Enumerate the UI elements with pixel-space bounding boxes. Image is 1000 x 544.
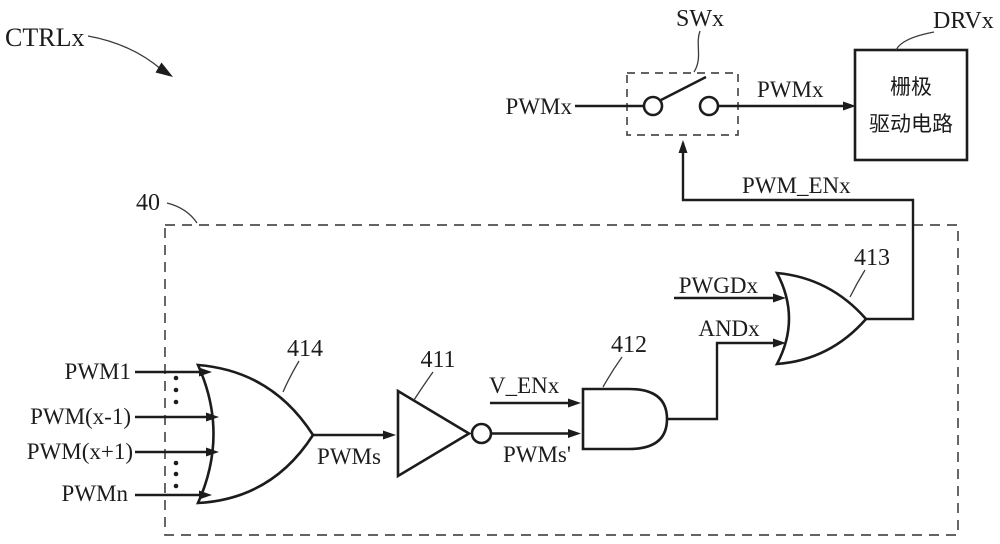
inverter-411: 411 PWMs' <box>396 347 581 479</box>
andx-label: ANDx <box>698 316 760 341</box>
pwm-enx-wire <box>681 143 915 321</box>
block-40-dashed-box <box>164 224 959 536</box>
andx-arrowhead-icon <box>773 338 786 348</box>
pwm1-label: PWM1 <box>65 359 131 384</box>
ctrlx-arrowhead-icon <box>155 62 173 77</box>
pwmx-output-arrowhead-icon <box>843 101 856 111</box>
switch-contact-right <box>698 95 720 117</box>
pwmn-arrowhead-icon <box>199 490 212 500</box>
and412-body <box>581 387 669 451</box>
block-40: 40 <box>136 190 959 536</box>
driver-drvx: 栅极 驱动电路 DRVx <box>853 8 994 162</box>
or413-leader <box>849 269 866 298</box>
or414-body <box>195 363 315 505</box>
switch-lever <box>660 75 707 102</box>
inv411-leader <box>413 371 434 401</box>
pwgdx-arrowhead-icon <box>773 293 786 303</box>
or413-body <box>774 271 868 366</box>
ctrlx-callout: CTRLx <box>5 23 173 77</box>
swx-dashed-box <box>626 72 739 136</box>
or413-ref-label: 413 <box>854 245 890 271</box>
or-gate-413: 413 PWGDx <box>674 245 890 366</box>
swx-label: SWx <box>676 6 724 32</box>
drvx-text-line1: 栅极 <box>890 75 932 99</box>
or414-ref-label: 414 <box>287 336 323 362</box>
and412-ref-label: 412 <box>611 332 647 358</box>
pwm-xm1-label: PWM(x-1) <box>30 404 131 429</box>
or-gate-414: 414 PWM1 PWM(x-1) PWM(x+1) PWMn PWMs <box>27 336 396 506</box>
switch-contact-left <box>642 95 664 117</box>
ctrlx-label: CTRLx <box>5 23 84 52</box>
pwms-arrowhead-icon <box>383 430 396 440</box>
pwms-label: PWMs <box>317 444 381 469</box>
drvx-label: DRVx <box>933 8 994 34</box>
pwm1-arrowhead-icon <box>199 367 212 377</box>
pwmx-output-label: PWMx <box>757 77 824 102</box>
drvx-box <box>853 48 969 162</box>
pwms-inv-arrowhead-icon <box>568 429 581 438</box>
pwm-enx-net: PWM_ENx <box>678 140 915 321</box>
ctrlx-arrow-curve <box>87 35 163 71</box>
venx-label: V_ENx <box>489 373 560 398</box>
pwgdx-label: PWGDx <box>679 273 759 298</box>
and412-leader <box>602 356 623 388</box>
pwms-inv-label: PWMs' <box>503 442 571 467</box>
pwm-enx-arrowhead-icon <box>678 140 688 153</box>
pwm-xp1-arrowhead-icon <box>206 447 219 457</box>
inv411-bubble <box>470 422 493 445</box>
and-gate-412: 412 V_ENx ANDx <box>489 316 786 451</box>
swx-leader <box>693 30 701 73</box>
pwm-xp1-label: PWM(x+1) <box>27 439 133 464</box>
inv411-ref-label: 411 <box>420 347 455 373</box>
or414-leader <box>282 360 300 393</box>
venx-arrowhead-icon <box>568 398 581 408</box>
drvx-text-line2: 驱动电路 <box>869 112 953 136</box>
pwm-xm1-arrowhead-icon <box>206 412 219 422</box>
inv411-triangle <box>396 388 472 479</box>
ellipsis-dots <box>173 375 179 489</box>
block-40-leader <box>166 202 198 224</box>
drvx-leader <box>895 31 935 51</box>
pwm-enx-label: PWM_ENx <box>742 173 851 198</box>
pwmx-input-label: PWMx <box>506 94 573 119</box>
pwmn-label: PWMn <box>62 481 129 506</box>
block-40-ref-label: 40 <box>136 190 160 216</box>
switch-swx: SWx PWMx PWMx <box>506 6 856 136</box>
andx-wire <box>667 341 776 421</box>
